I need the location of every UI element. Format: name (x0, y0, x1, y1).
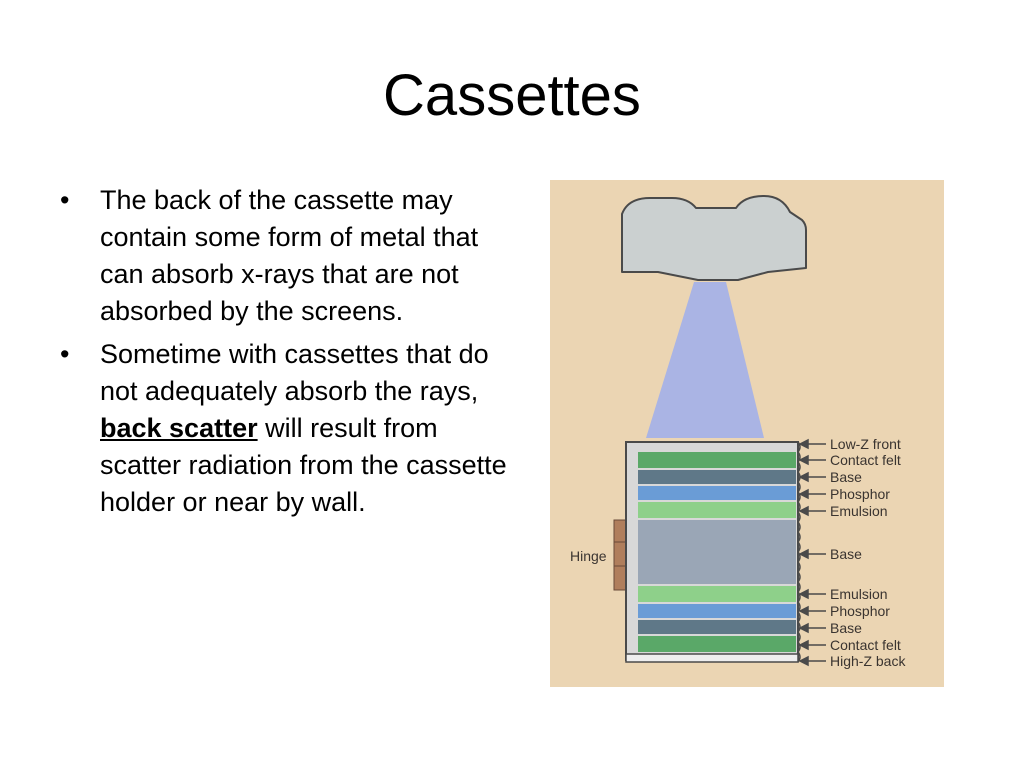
label-high-z-back: High-Z back (830, 653, 906, 669)
bullet-marker: • (60, 185, 70, 215)
layer-base-back (638, 620, 796, 634)
bullet-text: The back of the cassette may contain som… (100, 185, 479, 326)
cassette-diagram: Hinge (550, 180, 944, 687)
slide-title: Cassettes (383, 63, 641, 128)
label-arrows (798, 438, 826, 667)
label-contact-felt: Contact felt (830, 637, 901, 653)
layer-base-front (638, 470, 796, 484)
hinge-label: Hinge (570, 548, 607, 564)
layer-contact-felt-back (638, 636, 796, 652)
label-base: Base (830, 469, 862, 485)
label-emulsion: Emulsion (830, 503, 888, 519)
bullet-list: • The back of the cassette may contain s… (58, 182, 508, 527)
label-phosphor: Phosphor (830, 486, 890, 502)
xray-tube-icon (621, 195, 807, 281)
xray-beam (646, 282, 764, 438)
label-emulsion: Emulsion (830, 586, 888, 602)
hinge-icon (613, 519, 627, 591)
bullet-item: • Sometime with cassettes that do not ad… (58, 336, 508, 521)
layer-high-z-back (625, 653, 799, 663)
label-contact-felt: Contact felt (830, 452, 901, 468)
layer-phosphor-back (638, 604, 796, 618)
layer-emulsion-back (638, 586, 796, 602)
cassette-diagram-svg: Hinge (570, 195, 906, 669)
label-phosphor: Phosphor (830, 603, 890, 619)
label-base: Base (830, 620, 862, 636)
layer-emulsion-front (638, 502, 796, 518)
layer-film-base (638, 520, 796, 584)
cassette-layers (625, 441, 801, 663)
bullet-marker: • (60, 339, 70, 369)
label-low-z-front: Low-Z front (830, 436, 901, 452)
cassette-cut-edge (797, 441, 801, 663)
bullet-text-before: Sometime with cassettes that do not adeq… (100, 339, 489, 406)
label-base: Base (830, 546, 862, 562)
layer-phosphor-front (638, 486, 796, 500)
layer-contact-felt-front (638, 452, 796, 468)
bullet-item: • The back of the cassette may contain s… (58, 182, 508, 330)
bullet-text-after: will result from scatter radiation from … (100, 413, 507, 517)
back-scatter-term: back scatter (100, 413, 258, 443)
